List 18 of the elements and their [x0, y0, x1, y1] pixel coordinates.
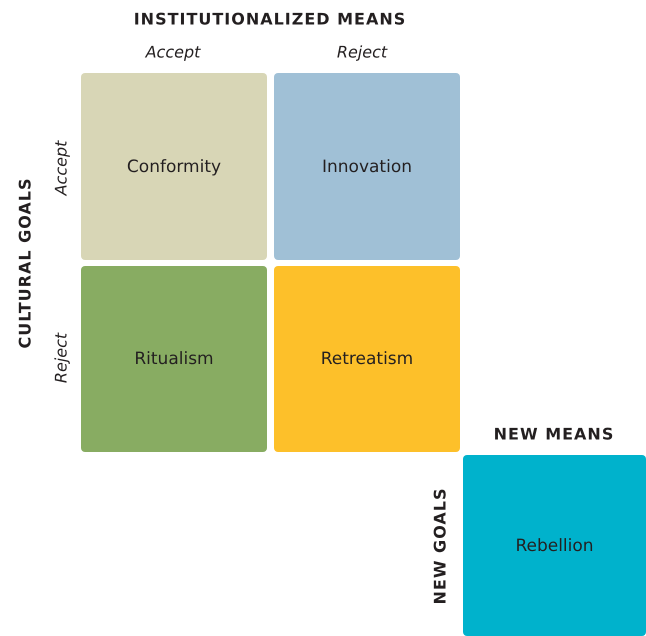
row-label: Accept [52, 140, 70, 196]
quadrant-box [463, 455, 646, 636]
axis-heading: CULTURAL GOALS [16, 177, 34, 349]
quadrant-label: Retreatism [320, 349, 414, 369]
quadrant-label: Rebellion [515, 536, 594, 556]
axis-heading: NEW MEANS [494, 424, 614, 444]
quadrant-box [81, 73, 267, 260]
column-label: Reject [336, 42, 388, 62]
quadrant-box [274, 266, 460, 452]
axis-heading: NEW GOALS [430, 488, 450, 604]
quadrant-box [274, 73, 460, 260]
quadrant-box [81, 266, 267, 452]
axis-heading: INSTITUTIONALIZED MEANS [134, 10, 406, 28]
quadrant-label: Innovation [322, 156, 412, 176]
row-label: Reject [52, 332, 70, 384]
quadrant-label: Ritualism [134, 349, 214, 369]
column-label: Accept [146, 42, 200, 62]
quadrant-label: Conformity [126, 156, 222, 176]
